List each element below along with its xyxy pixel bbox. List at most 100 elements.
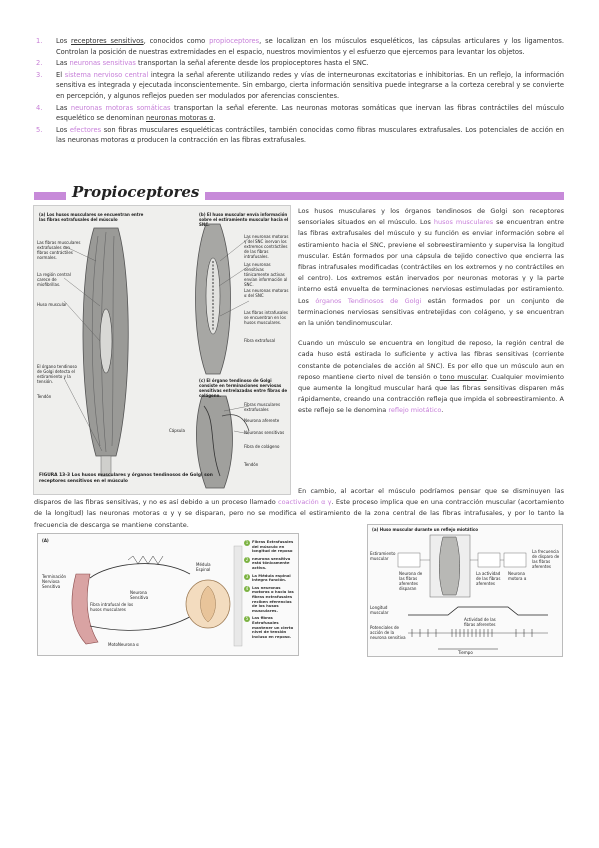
fig-label: Las neuronas motoras α del SNC (244, 288, 289, 298)
highlighted-term: neuronas sensitivas (69, 59, 136, 68)
fig-label: MotoNeurona α (108, 642, 139, 647)
panel-label: (A) (42, 538, 49, 543)
list-item: 3. El sistema nervioso central integra l… (34, 70, 564, 102)
fig-label: Estiramiento muscular (370, 551, 396, 561)
highlighted-term: órganos Tendinosos de Golgi (315, 296, 422, 305)
panel-b-label: (b) El huso muscular envía información s… (199, 212, 289, 227)
fig-label: Las fibras intrafusales se encuentran en… (244, 310, 288, 325)
fig-label: Las neuronas motoras γ del SNC inervan l… (244, 234, 289, 259)
fig-label: La frecuencia de disparo de las fibras a… (532, 549, 560, 569)
figure-title: (a) Huso muscular durante un reflejo mio… (372, 527, 479, 532)
paragraph-text: Cuando un músculo se encuentra en longit… (298, 339, 564, 381)
step-number: 4 (244, 585, 250, 592)
stretch-reflex-figure: (a) Huso muscular durante un reflejo mio… (367, 524, 563, 657)
underlined-term: tono muscular (439, 372, 487, 381)
fig-label: Huso muscular (37, 302, 67, 307)
reflex-steps: 1 Fibras Extrafusales del músculo en lon… (244, 539, 298, 639)
fig-label: Neuronas sensitivas (244, 430, 285, 435)
fig-label: Fibra extrafusal (244, 338, 276, 343)
section-divider (34, 192, 564, 200)
fig-label: Las neuronas sensitivas tónicamente acti… (244, 262, 288, 287)
fig-label: Las fibras musculares extrafusales son f… (37, 240, 81, 260)
fig-label: Fibra de colágeno (244, 444, 280, 449)
highlighted-term: efectores (69, 125, 102, 134)
list-text: , se localizan en los músculos esqueléti… (56, 37, 564, 56)
paragraph-text: . Cualquier movimiento que aumente la lo… (298, 372, 564, 415)
fig-label: Tiempo (458, 650, 473, 655)
step-item: 2 neurona sensitiva está tónicamente act… (244, 555, 298, 571)
fig-label: Longitud muscular (370, 605, 389, 615)
fig-label: Fibras musculares extrafusales (244, 402, 281, 412)
list-number: 3. (36, 70, 43, 79)
paragraph-text: están formados por un conjunto de termin… (298, 296, 565, 328)
paragraph-text: . Este proceso implica que en una contra… (34, 498, 564, 529)
list-text: El (56, 70, 65, 79)
right-text-column: Los husos musculares y los órganos tendi… (298, 206, 564, 426)
paragraph-text: se encuentran entre las fibras extrafusa… (298, 218, 564, 305)
list-text: Los (56, 37, 71, 45)
list-text: Los (56, 125, 70, 134)
fig-label: Potenciales de acción de la neurona sens… (370, 625, 406, 640)
step-item: 3 La Médula espinal integra función. (244, 572, 298, 583)
fig-label: Tendón (37, 394, 52, 399)
paragraph-text: Los husos musculares y los órganos tendi… (298, 207, 564, 227)
paragraph-text: En cambio, al acortar el músculo podríam… (34, 487, 564, 507)
step-text: La Médula espinal integra función. (252, 572, 291, 583)
muscle-illustration (63, 223, 250, 489)
stretch-reflex-illustration (397, 534, 548, 650)
step-text: Fibras Extrafusales del músculo en longi… (252, 539, 294, 554)
step-text: Las fibras Extrafusales mantener un cier… (252, 615, 294, 639)
step-text: Las neuronas motoras α hacia las fibras … (252, 584, 294, 613)
list-number: 5. (36, 125, 43, 134)
paragraph: Cuando un músculo se encuentra en longit… (298, 338, 564, 416)
list-text: . (213, 114, 216, 123)
propioceptor-reflex-list: 1. Los receptores sensitivos, conocidos … (34, 36, 564, 147)
list-text: Las (56, 103, 71, 112)
underlined-term: receptores sensitivos (71, 37, 144, 45)
list-number: 2. (36, 59, 43, 68)
paragraph-text: . (441, 406, 444, 415)
fig-label: Terminación Nerviosa Sensitiva (42, 574, 67, 589)
list-item: 5. Los efectores son fibras musculares e… (34, 125, 564, 146)
fig-label: Neurona Sensitiva (130, 590, 149, 600)
step-item: 1 Fibras Extrafusales del músculo en lon… (244, 539, 298, 554)
reflex-arc-figure: (A) Terminación Nerviosa Sensitiva Neuro… (37, 533, 299, 656)
fig-label: Neurona de las fibras aferentes disparan (399, 571, 423, 591)
list-text: Las (56, 59, 70, 68)
step-number: 1 (244, 540, 250, 546)
fig-label: La actividad de las fibras aferentes (476, 571, 501, 586)
section-title: Propioceptores (66, 183, 206, 201)
highlighted-term: husos musculares (433, 218, 494, 227)
fig-label: Tendón (244, 462, 259, 467)
highlighted-term: neuronas motoras somáticas (70, 103, 171, 112)
list-text: transportan la señal eferente. Las neuro… (56, 103, 565, 123)
step-item: 4 Las neuronas motoras α hacia las fibra… (244, 584, 298, 614)
list-text: son fibras musculares esqueléticas contr… (56, 125, 564, 145)
list-item: 4. Las neuronas motoras somáticas transp… (34, 103, 564, 124)
underlined-term: neuronas motoras α (146, 114, 214, 123)
step-number: 3 (244, 573, 250, 580)
figure-caption: FIGURA 13-3 Los husos musculares y órgan… (39, 473, 213, 484)
highlighted-term: coactivación α γ (278, 498, 332, 507)
step-number: 5 (244, 616, 250, 623)
list-item: 1. Los receptores sensitivos, conocidos … (34, 36, 564, 57)
fig-label: Neurona aferente (244, 418, 280, 423)
reflex-arc-illustration (71, 545, 243, 647)
fig-label: Médula Espinal (196, 562, 211, 572)
step-number: 2 (244, 556, 250, 563)
list-text: integra la señal aferente utilizando red… (56, 70, 564, 100)
list-number: 1. (36, 37, 43, 45)
step-text: neurona sensitiva está tónicamente activ… (252, 555, 291, 570)
list-text: transportan la señal aferente desde los … (135, 59, 369, 68)
highlighted-term: sistema nervioso central (64, 70, 149, 79)
list-number: 4. (36, 103, 43, 112)
paragraph: Los husos musculares y los órganos tendi… (298, 206, 564, 329)
list-text: , conocidos como (143, 37, 210, 45)
fig-label: La región central carece de miofibrillas… (37, 272, 71, 287)
fig-label: Fibra intrafusal de los husos musculares (90, 602, 134, 612)
panel-c-label: (c) El órgano tendinoso de Golgi consist… (199, 378, 288, 398)
coactivation-paragraph: En cambio, al acortar el músculo podríam… (34, 486, 564, 531)
step-item: 5 Las fibras Extrafusales mantener un ci… (244, 616, 298, 639)
highlighted-term: reflejo miotático (388, 406, 442, 415)
panel-a-label: (a) Los husos musculares se encuentran e… (39, 212, 144, 222)
